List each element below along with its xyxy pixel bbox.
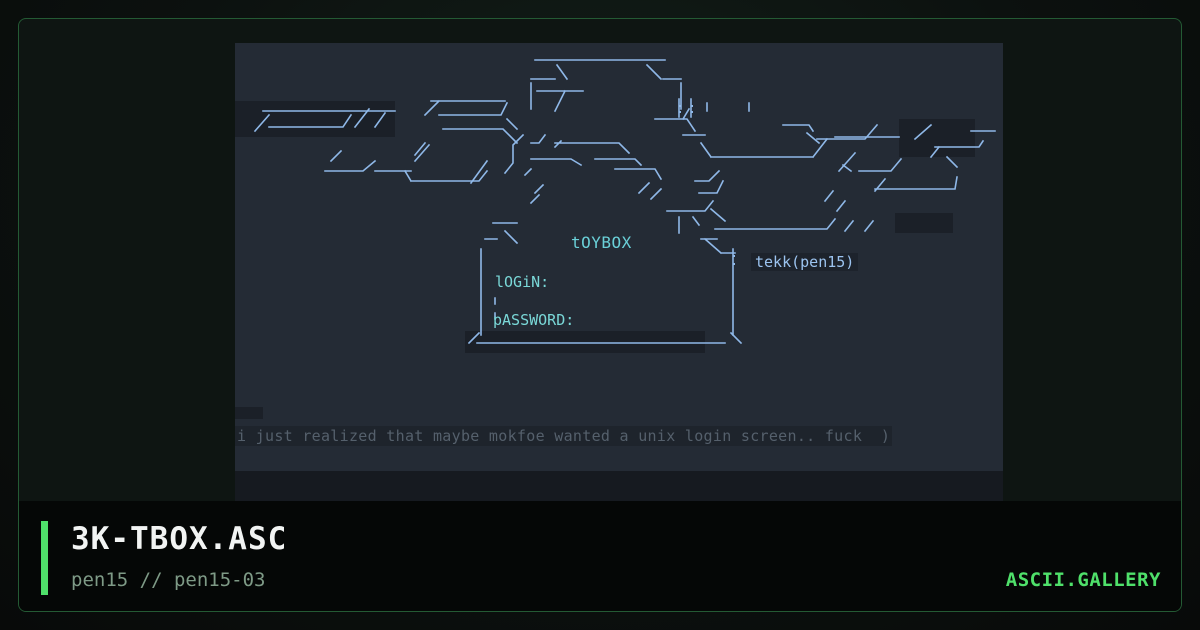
ascii-line-art: [235, 59, 996, 419]
file-title: 3K-TBOX.ASC: [71, 521, 288, 557]
pack-breadcrumb[interactable]: pen15 // pen15-03: [71, 569, 266, 591]
login-label: lOGiN:: [495, 273, 550, 291]
art-note: i just realized that maybe mokfoe wanted…: [235, 426, 893, 446]
preview-card: tOYBOX tekk(pen15) lOGiN: pASSWORD: i ju…: [18, 18, 1182, 612]
accent-bar: [41, 521, 48, 595]
ascii-artwork: tOYBOX tekk(pen15) lOGiN: pASSWORD: i ju…: [235, 43, 1003, 519]
art-author-tag: tekk(pen15): [751, 253, 859, 271]
site-brand[interactable]: ASCII.GALLERY: [1005, 569, 1161, 591]
password-label: pASSWORD:: [493, 311, 575, 329]
art-title-word: tOYBOX: [571, 233, 632, 252]
footer-bar: 3K-TBOX.ASC pen15 // pen15-03 ASCII.GALL…: [19, 501, 1181, 611]
